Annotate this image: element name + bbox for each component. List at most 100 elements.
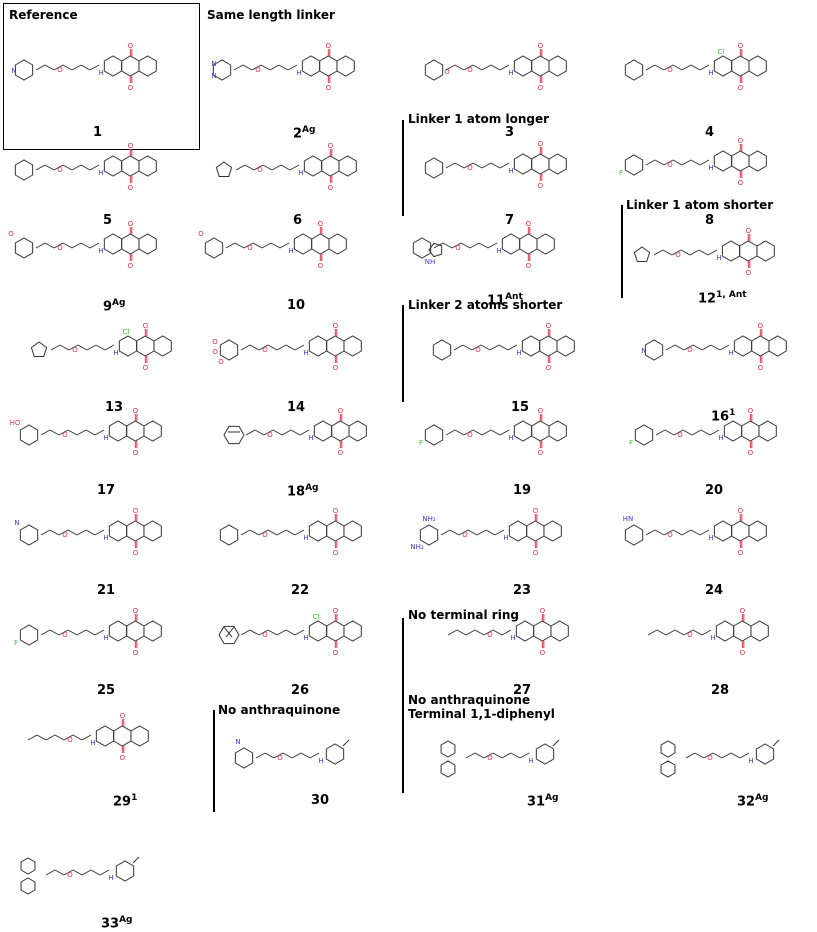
compound-label-11: 11Ant — [487, 292, 523, 308]
oxygen-label: O — [133, 649, 139, 657]
oxygen-label: O — [738, 42, 744, 50]
header-no-anthraquinone-2: No anthraquinone — [408, 693, 531, 707]
ester-oxygen-label: O — [667, 66, 673, 74]
compound-label-21: 21 — [97, 583, 115, 598]
compound-label-25: 25 — [97, 683, 115, 698]
amide-nh-label: H — [103, 634, 108, 642]
oxygen-label: O — [746, 227, 752, 235]
oxygen-label: O — [333, 364, 339, 372]
nitrogen-label: N — [211, 72, 216, 80]
oxygen-label: O — [526, 262, 532, 270]
reference-box — [3, 3, 200, 150]
amide-nh-label: H — [98, 247, 103, 255]
compound-label-7: 7 — [505, 213, 514, 228]
header-reference: Reference — [9, 8, 78, 22]
oxygen-label: O — [143, 364, 149, 372]
ester-oxygen-label: O — [707, 754, 713, 762]
compound-number: 10 — [287, 298, 306, 313]
compound-label-33: 33Ag — [101, 915, 133, 931]
nitrogen-label: NH — [425, 258, 436, 266]
oxygen-label: O — [143, 322, 149, 330]
amide-nh-label: H — [748, 757, 753, 765]
ester-oxygen-label: O — [667, 161, 673, 169]
compound-superscript: Ag — [112, 298, 126, 308]
oxygen-label: O — [338, 449, 344, 457]
oxygen-label: O — [120, 712, 126, 720]
compound-label-16: 161 — [711, 408, 735, 424]
amide-nh-label: H — [303, 634, 308, 642]
oxygen-label: O — [133, 449, 139, 457]
oxygen-label: O — [212, 338, 218, 346]
fluorine-label: F — [419, 439, 423, 447]
fluorine-label: F — [619, 169, 623, 177]
oxygen-label: O — [740, 607, 746, 615]
oxygen-label: O — [533, 507, 539, 515]
ester-oxygen-label: O — [57, 166, 63, 174]
oxygen-label: O — [533, 549, 539, 557]
ester-oxygen-label: O — [687, 631, 693, 639]
amide-nh-label: H — [728, 349, 733, 357]
compound-number: 17 — [97, 483, 116, 498]
chlorine-label: Cl — [313, 613, 320, 621]
ester-oxygen-label: O — [255, 66, 261, 74]
oxygen-label: O — [738, 507, 744, 515]
oxygen-label: O — [748, 407, 754, 415]
ester-oxygen-label: O — [462, 531, 468, 539]
header-terminal-diphenyl: Terminal 1,1-diphenyl — [408, 707, 555, 721]
ester-oxygen-label: O — [57, 244, 63, 252]
compound-label-24: 24 — [705, 583, 723, 598]
header-no-terminal-ring: No terminal ring — [408, 608, 519, 622]
ester-oxygen-label: O — [467, 66, 473, 74]
amide-nh-label: H — [288, 247, 293, 255]
compound-number: 2 — [293, 126, 303, 142]
compound-label-5: 5 — [103, 213, 112, 228]
amide-nh-label: H — [90, 739, 95, 747]
compound-number: 24 — [705, 583, 724, 598]
compound-number: 1 — [93, 125, 103, 140]
compound-superscript: Ag — [305, 483, 319, 493]
oxygen-label: O — [8, 230, 14, 238]
ester-oxygen-label: O — [455, 244, 461, 252]
amide-nh-label: H — [296, 69, 301, 77]
amide-nh-label: H — [98, 169, 103, 177]
compound-number: 3 — [505, 125, 515, 140]
amide-nh-label: H — [516, 349, 521, 357]
oxygen-label: O — [326, 42, 332, 50]
compound-label-9: 9Ag — [103, 298, 125, 314]
compound-superscript: Ag — [119, 915, 133, 925]
compound-number: 9 — [103, 299, 113, 315]
compound-label-27: 27 — [513, 683, 531, 698]
compound-number: 8 — [705, 213, 715, 228]
chlorine-label: Cl — [718, 48, 725, 56]
compound-label-26: 26 — [291, 683, 309, 698]
compound-superscript: Ag — [545, 793, 559, 803]
compound-label-22: 22 — [291, 583, 309, 598]
oxygen-label: O — [133, 407, 139, 415]
amide-nh-label: H — [303, 349, 308, 357]
oxygen-label: O — [546, 364, 552, 372]
compound-number: 18 — [287, 484, 306, 500]
